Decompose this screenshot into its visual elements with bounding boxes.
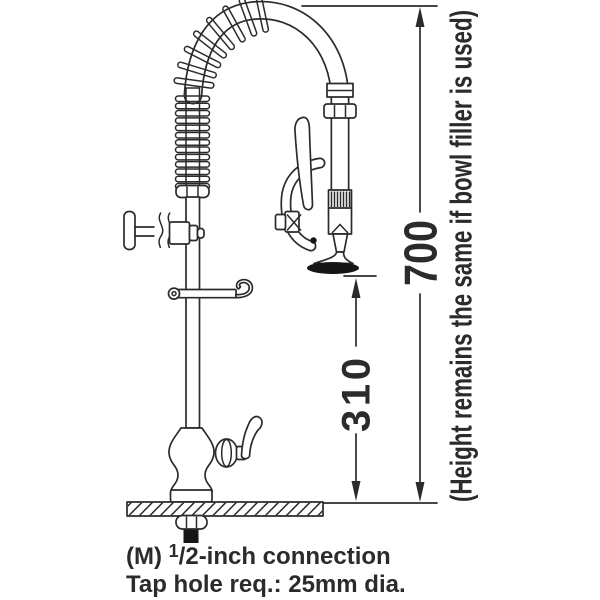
spring-base-nut: [175, 184, 210, 199]
hose-coupling-nut: [323, 103, 357, 119]
clamp-knob: [196, 227, 205, 239]
wall-bracket: [123, 210, 205, 251]
dim-310: 310: [335, 278, 379, 501]
valve-stem: [274, 210, 302, 233]
bracket-clamp: [168, 221, 191, 245]
valve-body: [327, 207, 353, 235]
deck-flange: [169, 489, 213, 503]
base-body: [168, 415, 263, 503]
caption-line2: Tap hole req.: 25mm dia.: [126, 571, 406, 598]
spray-valve: [274, 116, 359, 274]
valve-grip: [327, 189, 353, 210]
dimension-annotations: 700 310 (Height remains the same if bowl…: [301, 5, 479, 502]
holder-hook: [167, 278, 254, 300]
base-lever-handle: [240, 415, 263, 460]
threaded-shank-lower: [183, 527, 199, 543]
wall-plate: [123, 210, 136, 251]
counter-deck: [126, 501, 324, 517]
rubber-bumper: [307, 262, 359, 274]
caption-line1: (M) 1/2-inch connection: [126, 541, 391, 570]
bonnet-nut: [214, 438, 239, 468]
dim-310-label: 310: [335, 358, 379, 432]
hose-ferrule: [326, 82, 354, 98]
fixture-drawing: [123, 0, 438, 543]
dim-700-label: 700: [395, 220, 447, 286]
dim-700: 700: [395, 7, 447, 502]
squeeze-handle: [294, 116, 314, 211]
spring-coil: [173, 0, 270, 190]
gooseneck-hose: [183, 0, 350, 202]
caption: (M) 1/2-inch connection Tap hole req.: 2…: [126, 541, 406, 598]
shank-lock-nut: [175, 514, 208, 530]
spray-head-bell: [313, 251, 354, 265]
spray-head-cone: [332, 233, 349, 253]
caption-superscript: 1: [169, 541, 179, 561]
valve-pivot-pin: [310, 237, 317, 244]
side-note: (Height remains the same if bowl filler …: [444, 10, 479, 502]
